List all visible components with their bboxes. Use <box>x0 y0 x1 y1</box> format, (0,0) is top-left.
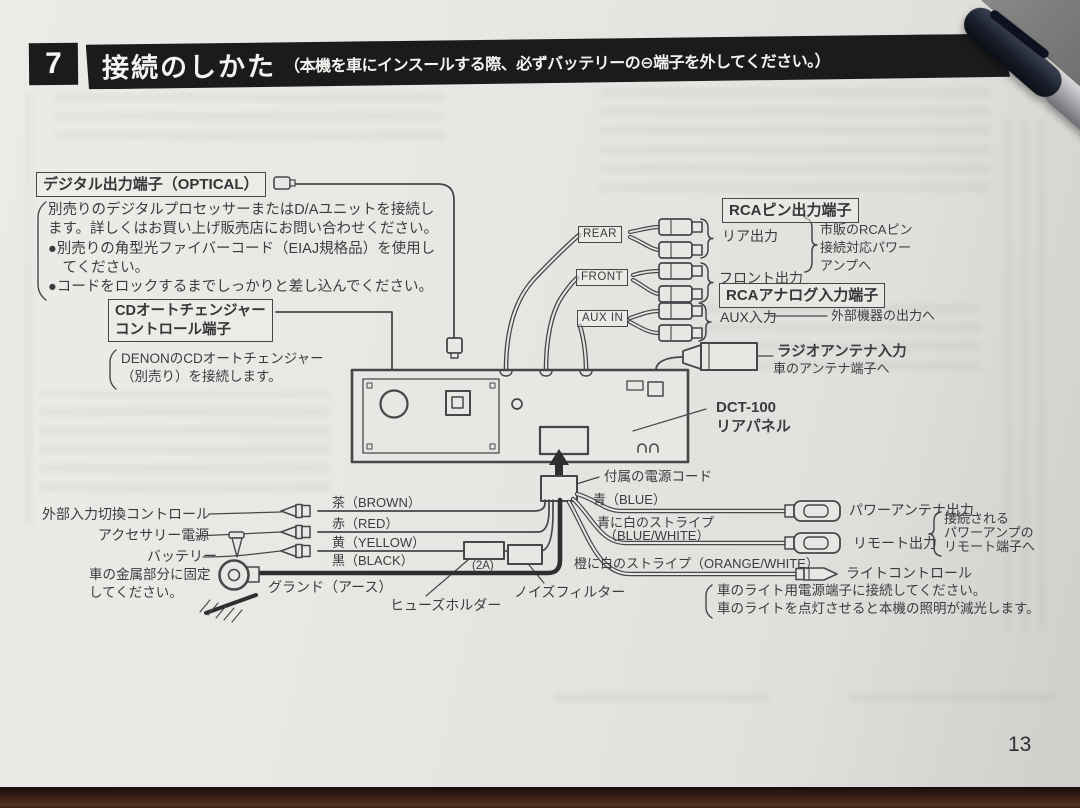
power-antenna-output-label: パワーアンテナ出力 <box>849 502 974 518</box>
accessory-power-label: アクセサリー電源 <box>98 527 210 543</box>
optical-line: 別売りのデジタルプロセッサーまたはD/Aユニットを接続し <box>48 202 435 218</box>
ground-label: グランド（アース） <box>268 579 393 595</box>
cd-control-cable <box>275 311 393 389</box>
front-jack-tag: FRONT <box>576 269 629 286</box>
remote-note-line3: リモート端子へ <box>944 539 1036 554</box>
noise-filter-label: ノイズフィルター <box>514 584 626 600</box>
optical-cable <box>273 176 463 359</box>
antenna-note: 車のアンテナ端子へ <box>773 361 890 376</box>
rca-output-terminal-title: RCAピン出力端子 <box>722 198 859 223</box>
fuse-and-filter <box>463 541 543 565</box>
ext-input-control-label: 外部入力切換コントロール <box>42 506 210 522</box>
unit-panel-label: リアパネル <box>716 418 791 435</box>
rear-output-label: リア出力 <box>722 228 778 244</box>
power-cord-label: 付属の電源コード <box>604 469 712 484</box>
fuse-holder-label: ヒューズホルダー <box>390 597 502 613</box>
remote-note-line2: パワーアンプの <box>944 525 1034 540</box>
light-note-line2: 車のライトを点灯させると本機の照明が減光します。 <box>717 601 1040 616</box>
front-output-label: フロント出力 <box>719 270 803 286</box>
wire-blue-label: 青（BLUE） <box>593 492 666 507</box>
optical-description: 別売りのデジタルプロセッサーまたはD/Aユニットを接続し ます。詳しくはお買い上… <box>48 201 438 297</box>
amp-note: 市販のRCAピン 接続対応パワー アンプへ <box>820 221 912 275</box>
right-harness-wires <box>566 491 799 577</box>
fuse-rating-label: (2A) <box>472 560 494 572</box>
rca-input-terminal-title: RCAアナログ入力端子 <box>719 283 886 308</box>
optical-line: てください。 <box>48 259 150 276</box>
light-control-label: ライトコントロール <box>846 565 972 581</box>
power-cord-arrow <box>549 449 569 476</box>
remote-note-line1: 接続される <box>944 511 1010 526</box>
rca-cables <box>503 224 662 373</box>
wire-brown-label: 茶（BROWN） <box>332 495 421 510</box>
rca-plugs <box>658 218 703 342</box>
fix-note-line1: 車の金属部分に固定 <box>89 567 211 582</box>
aux-note: 外部機器の出力へ <box>831 308 936 323</box>
rear-panel <box>350 368 690 464</box>
antenna-lead <box>655 342 774 383</box>
optical-line: ●別売りの角型光ファイバーコード（EIAJ規格品）を使用し <box>48 240 436 257</box>
wire-orangewhite-label: 橙に白のストライプ（ORANGE/WHITE） <box>574 556 819 571</box>
cd-changer-description: DENONのCDオートチェンジャー （別売り）を接続します。 <box>121 350 324 386</box>
cd-changer-title-line2: コントロール端子 <box>115 321 231 338</box>
manual-page: 7 接続のしかた （本機を車にインスールする際、必ずバッテリーの⊖端子を外してく… <box>0 0 1080 789</box>
cd-desc-line: DENONのCDオートチェンジャー <box>121 351 324 366</box>
amp-note-line: アンプへ <box>820 257 872 273</box>
fix-note-line2: してください。 <box>89 585 183 600</box>
power-cord-box <box>540 475 578 502</box>
page-number: 13 <box>1008 733 1032 756</box>
cd-changer-title-line1: CDオートチェンジャー <box>115 303 266 319</box>
ground-wire <box>199 497 563 623</box>
battery-label: バッテリー <box>147 548 217 564</box>
braces <box>37 201 942 619</box>
spade-connectors <box>784 500 841 581</box>
wire-black-label: 黒（BLACK） <box>332 553 414 568</box>
optical-line: ●コードをロックするまでしっかりと差し込んでください。 <box>48 279 434 296</box>
optical-terminal-title: デジタル出力端子（OPTICAL） <box>36 172 266 197</box>
table-surface <box>0 787 1080 808</box>
rear-jack-tag: REAR <box>578 226 622 243</box>
light-note-line1: 車のライト用電源端子に接続してください。 <box>717 583 987 598</box>
wire-red-label: 赤（RED） <box>332 516 399 531</box>
wire-bluewhite-line2: （BLUE/WHITE） <box>604 528 710 543</box>
bullet-connectors <box>280 503 311 559</box>
wire-yellow-label: 黄（YELLOW） <box>332 535 426 550</box>
aux-input-label: AUX入力 <box>720 309 777 325</box>
cd-changer-terminal-title: CDオートチェンジャー コントロール端子 <box>108 299 273 342</box>
cd-desc-line: （別売り）を接続します。 <box>121 369 282 385</box>
amp-note-line: 接続対応パワー <box>820 239 912 255</box>
unit-model-label: DCT-100 <box>716 399 777 416</box>
remote-output-label: リモート出力 <box>853 535 937 551</box>
wire-bluewhite-line1: 青に白のストライプ <box>597 515 715 530</box>
antenna-input-label: ラジオアンテナ入力 <box>777 344 907 360</box>
aux-jack-tag: AUX IN <box>577 310 629 327</box>
optical-line: ます。詳しくはお買い上げ販売店にお問い合わせください。 <box>48 221 439 238</box>
amp-note-line: 市販のRCAピン <box>820 222 913 237</box>
